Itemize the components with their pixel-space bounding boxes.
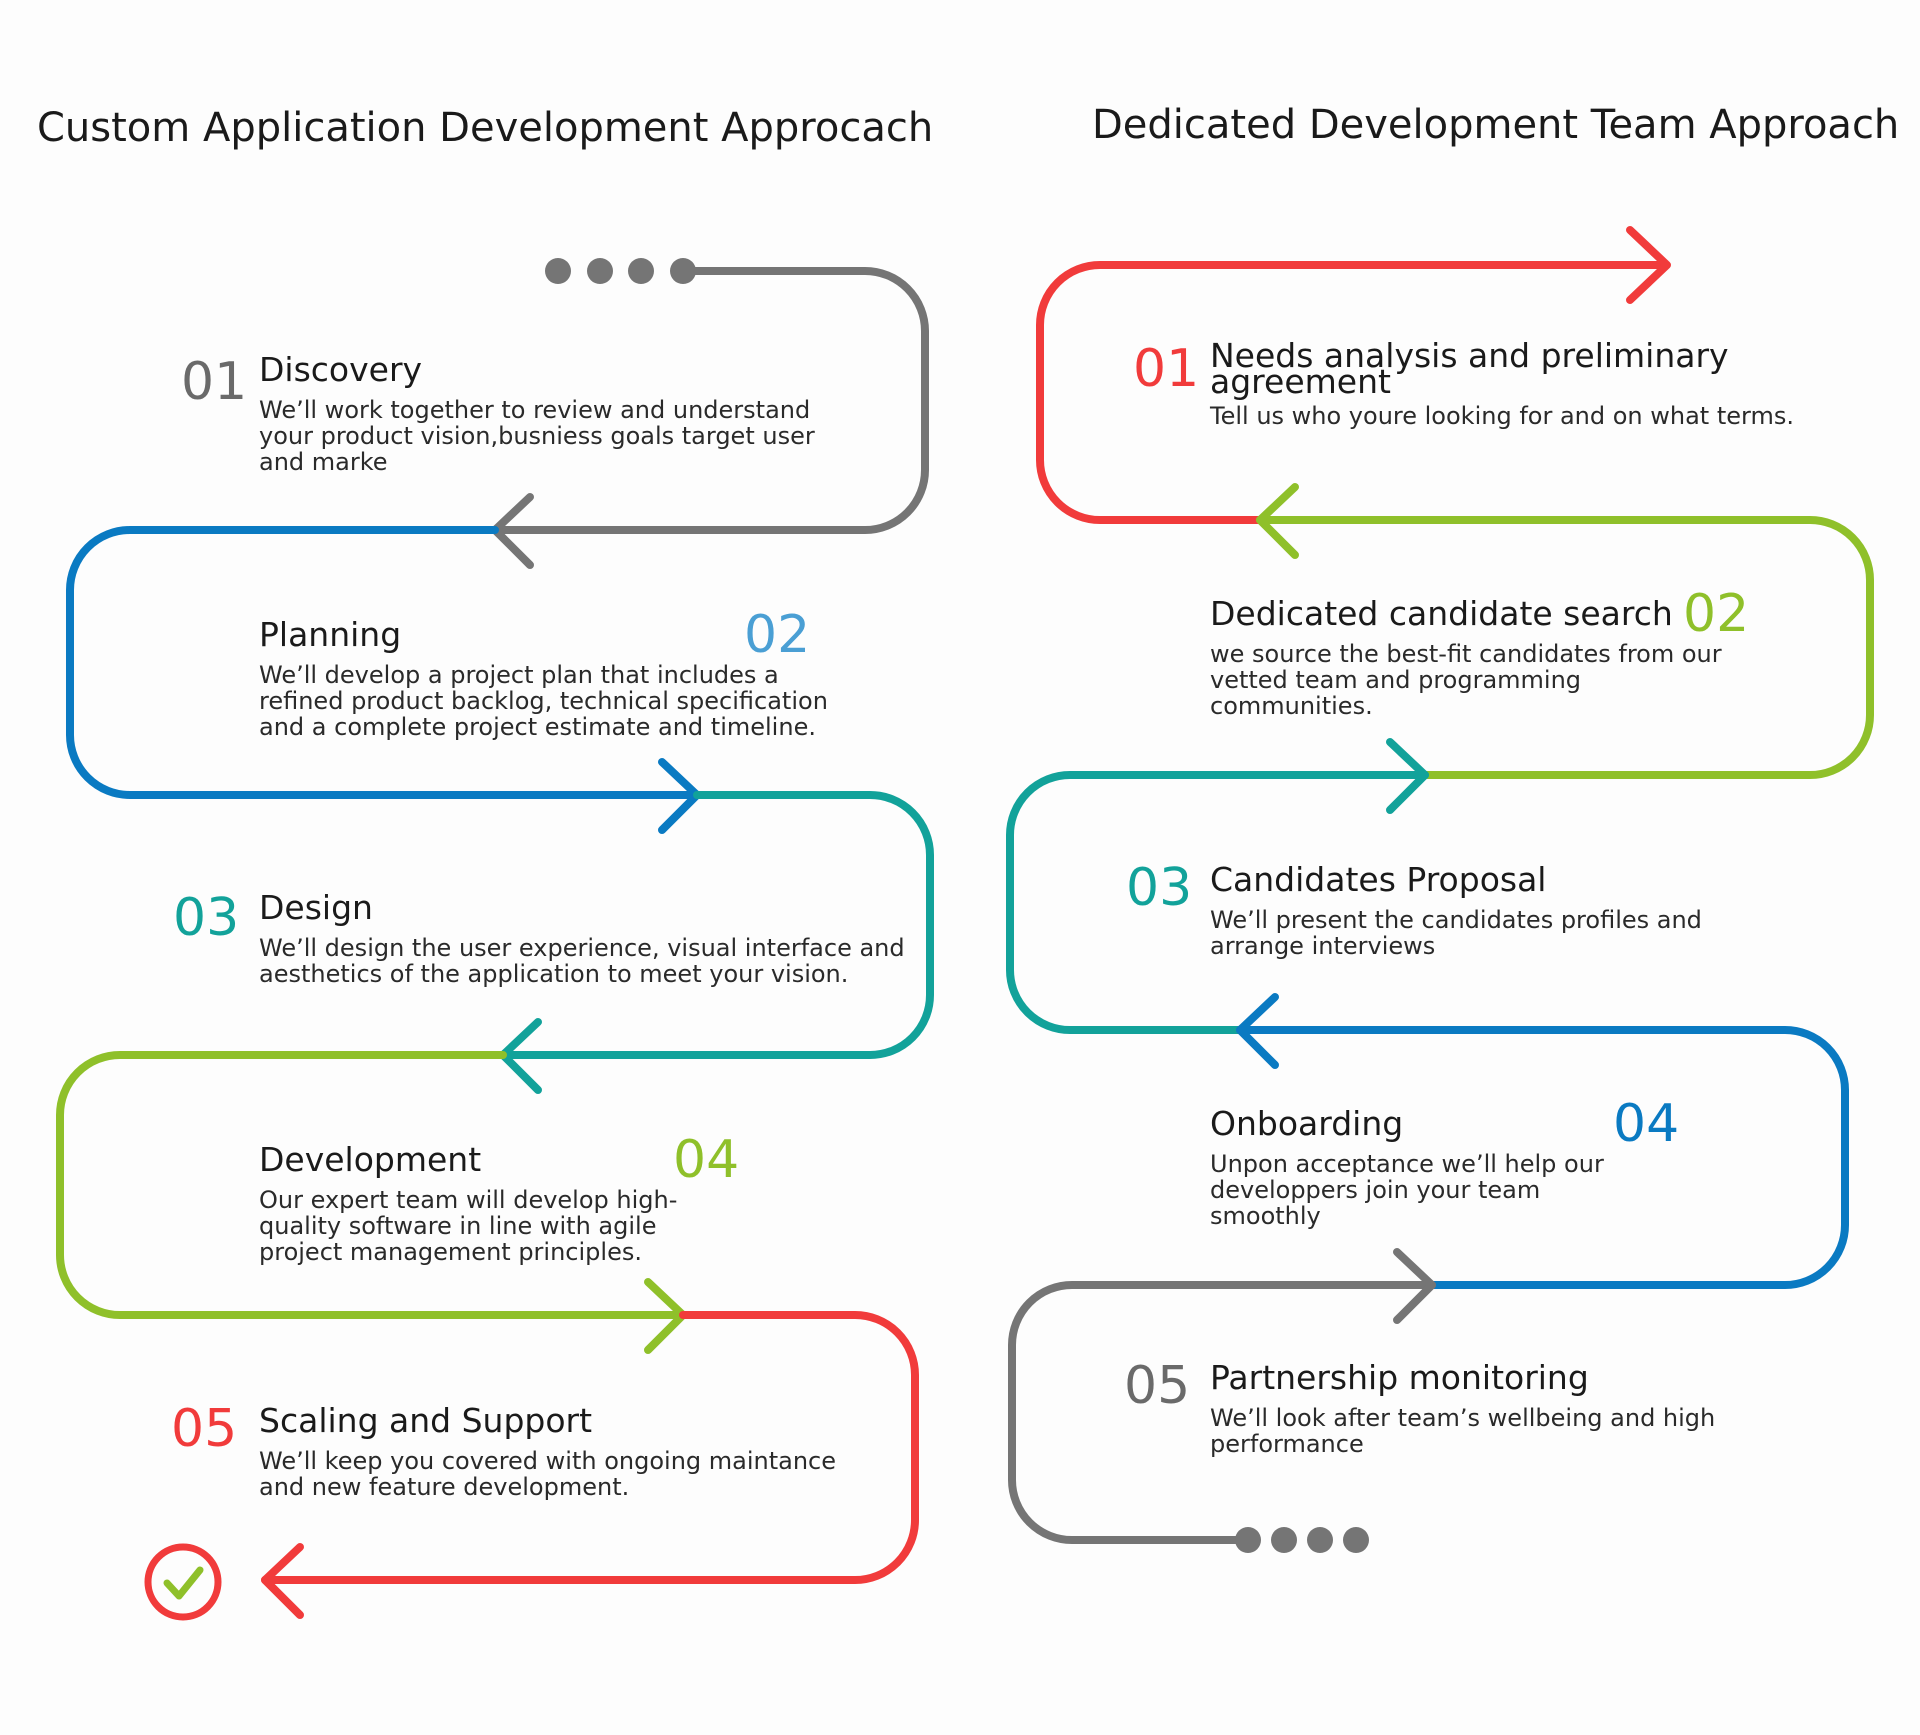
start-dot bbox=[545, 258, 571, 284]
step-title: Partnership monitoring bbox=[1210, 1358, 1589, 1397]
end-dot bbox=[1307, 1527, 1333, 1553]
flow-segment-candidate-search bbox=[1256, 516, 1874, 779]
flow-segment-development bbox=[56, 1051, 687, 1319]
step-description: We’ll design the user experience, visual… bbox=[259, 933, 905, 988]
step-description: we source the best-fit candidates from o… bbox=[1210, 639, 1722, 720]
arrow-left-icon bbox=[1256, 483, 1299, 559]
step-number: 03 bbox=[173, 888, 240, 948]
step-title: Needs analysis and preliminary agreement bbox=[1210, 336, 1729, 401]
step-description: We’ll keep you covered with ongoing main… bbox=[259, 1446, 837, 1501]
step-number: 03 bbox=[1126, 858, 1193, 918]
arrow-right-icon bbox=[1393, 1248, 1436, 1324]
left-step-discovery: 01 Discovery We’ll work together to revi… bbox=[181, 350, 889, 476]
step-description: We’ll present the candidates profiles an… bbox=[1210, 905, 1702, 960]
step-number: 01 bbox=[1133, 339, 1200, 399]
right-step-needs-analysis: 01 Needs analysis and preliminary agreem… bbox=[1133, 336, 1850, 430]
left-step-planning: 02 Planning We’ll develop a project plan… bbox=[259, 609, 859, 741]
step-title: Scaling and Support bbox=[259, 1401, 593, 1440]
start-dot bbox=[587, 258, 613, 284]
right-step-candidate-search: 02 Dedicated candidate search we source … bbox=[1210, 588, 1770, 720]
step-title: Planning bbox=[259, 615, 402, 654]
step-description: We’ll develop a project plan that includ… bbox=[259, 660, 828, 741]
right-flow-path bbox=[1006, 226, 1874, 1553]
step-description: Unpon acceptance we’ll help our developp… bbox=[1210, 1149, 1604, 1230]
step-number: 04 bbox=[673, 1130, 740, 1190]
step-number: 01 bbox=[181, 352, 248, 412]
step-number: 05 bbox=[171, 1399, 238, 1459]
step-number: 02 bbox=[744, 605, 811, 665]
step-title: Development bbox=[259, 1140, 482, 1179]
flow-segment-candidates-proposal bbox=[1006, 771, 1429, 1034]
flow-segment-onboarding bbox=[1236, 1026, 1849, 1289]
arrow-left-icon bbox=[261, 1543, 304, 1619]
flow-segment-partnership bbox=[1008, 1281, 1436, 1544]
flow-segment-needs-analysis bbox=[1036, 261, 1669, 524]
right-step-candidates-proposal: 03 Candidates Proposal We’ll present the… bbox=[1126, 860, 1810, 960]
step-number: 05 bbox=[1124, 1356, 1191, 1416]
left-flow-path bbox=[56, 258, 934, 1621]
step-number: 02 bbox=[1683, 584, 1750, 644]
right-step-onboarding: 04 Onboarding Unpon acceptance we’ll hel… bbox=[1210, 1098, 1710, 1230]
end-dot bbox=[1235, 1527, 1261, 1553]
end-dot bbox=[1343, 1527, 1369, 1553]
left-column-title: Custom Application Development Approcach bbox=[37, 105, 934, 151]
step-title: Candidates Proposal bbox=[1210, 860, 1547, 899]
flow-segment-discovery bbox=[491, 267, 929, 534]
arrow-right-icon bbox=[1386, 738, 1429, 814]
left-step-design: 03 Design We’ll design the user experien… bbox=[173, 888, 919, 988]
end-dot bbox=[1271, 1527, 1297, 1553]
step-title: Dedicated candidate search bbox=[1210, 594, 1673, 633]
arrow-left-icon bbox=[1236, 993, 1279, 1069]
start-dot bbox=[628, 258, 654, 284]
step-description: Our expert team will develop high-qualit… bbox=[259, 1185, 678, 1266]
step-title: Onboarding bbox=[1210, 1104, 1404, 1143]
left-step-development: 04 Development Our expert team will deve… bbox=[259, 1134, 819, 1266]
flow-segment-planning bbox=[66, 526, 701, 799]
step-description: Tell us who youre looking for and on wha… bbox=[1210, 402, 1794, 430]
right-step-partnership: 05 Partnership monitoring We’ll look aft… bbox=[1124, 1358, 1770, 1458]
step-description: We’ll work together to review and unders… bbox=[259, 395, 815, 476]
left-step-scaling: 05 Scaling and Support We’ll keep you co… bbox=[171, 1401, 859, 1501]
arrow-right-icon bbox=[1626, 226, 1671, 304]
step-description: We’ll look after team’s wellbeing and hi… bbox=[1210, 1403, 1716, 1458]
flow-segment-design bbox=[499, 791, 934, 1059]
step-number: 04 bbox=[1613, 1094, 1680, 1154]
step-title: Discovery bbox=[259, 350, 423, 389]
check-circle-icon bbox=[144, 1543, 222, 1621]
flow-segment-scaling bbox=[261, 1311, 919, 1584]
right-column-title: Dedicated Development Team Approach bbox=[1092, 102, 1900, 148]
step-title: Design bbox=[259, 888, 373, 927]
